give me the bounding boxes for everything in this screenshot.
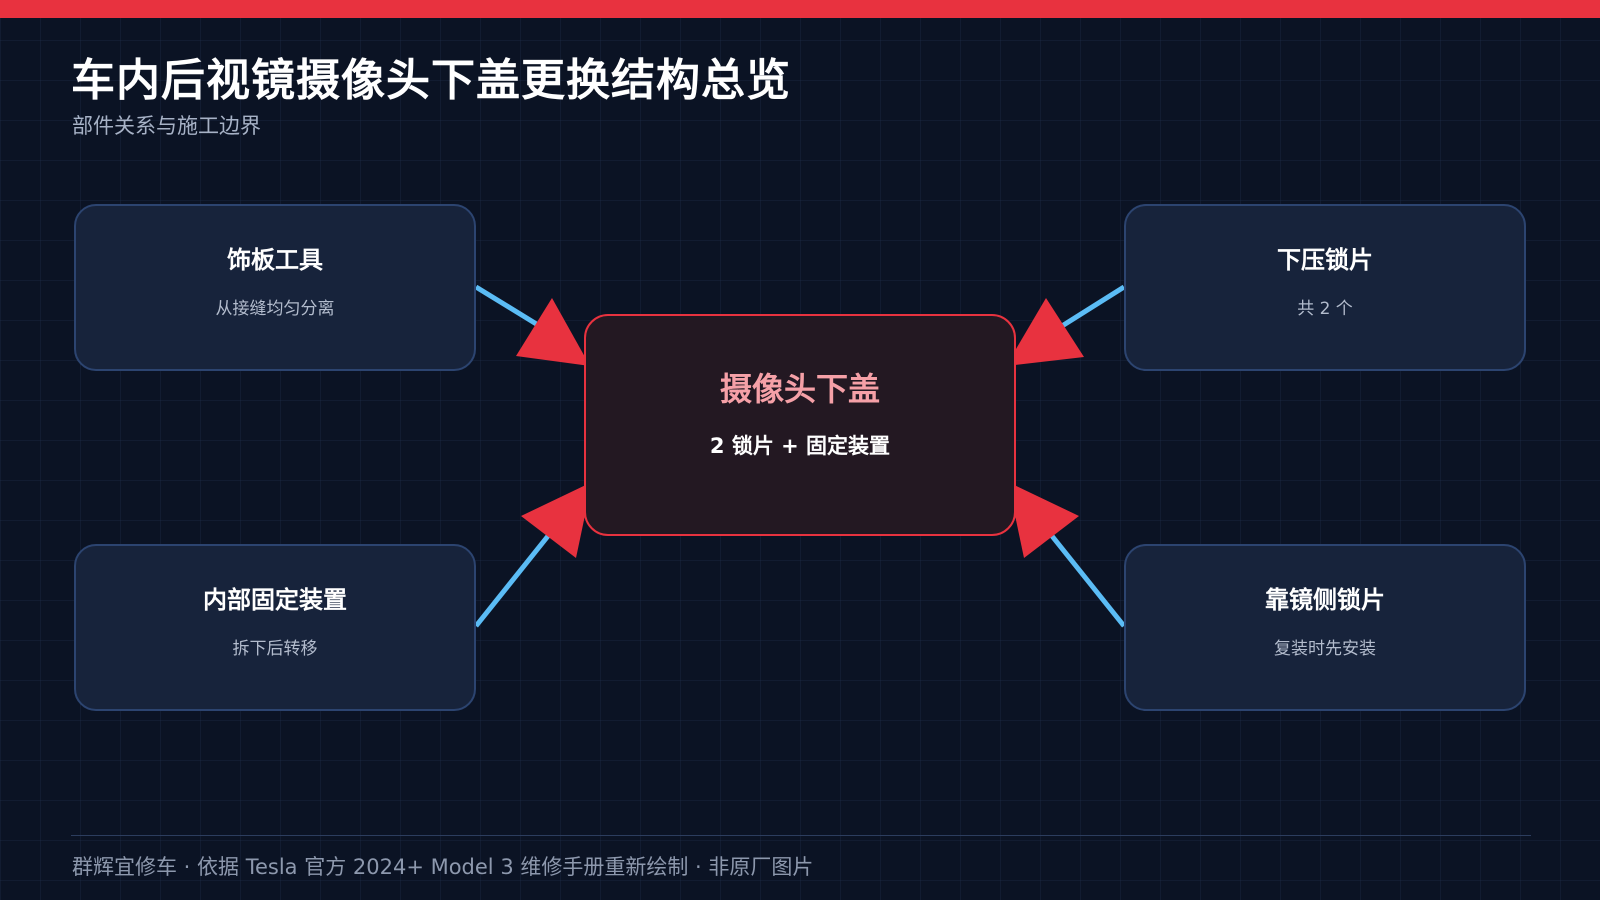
node-press-clips-note: 共 2 个: [1297, 299, 1353, 319]
page-title: 车内后视镜摄像头下盖更换结构总览: [71, 55, 791, 106]
node-mirror-side-clip-title: 靠镜侧锁片: [1265, 586, 1385, 614]
center-node-subtitle: 2 锁片 + 固定装置: [709, 434, 891, 458]
node-mirror-side-clip-note: 复装时先安装: [1274, 639, 1376, 659]
node-internal-fixture: 内部固定装置 拆下后转移: [74, 544, 476, 711]
node-mirror-side-clip: 靠镜侧锁片 复装时先安装: [1124, 544, 1526, 711]
node-press-clips-title: 下压锁片: [1277, 246, 1373, 274]
node-internal-fixture-note: 拆下后转移: [232, 639, 318, 659]
center-node-camera-cover: 摄像头下盖 2 锁片 + 固定装置: [584, 314, 1016, 536]
node-press-clips: 下压锁片 共 2 个: [1124, 204, 1526, 371]
connector-bottom-right: [1050, 534, 1126, 628]
footer-credit: 群辉宜修车 · 依据 Tesla 官方 2024+ Model 3 维修手册重新…: [72, 855, 814, 879]
node-trim-tool: 饰板工具 从接缝均匀分离: [74, 204, 476, 371]
page-subtitle: 部件关系与施工边界: [72, 114, 261, 138]
node-internal-fixture-title: 内部固定装置: [203, 586, 347, 614]
node-trim-tool-title: 饰板工具: [227, 246, 323, 274]
arrowhead-top-right: [1006, 298, 1084, 366]
arrowhead-bottom-right: [1008, 482, 1079, 558]
connector-top-left: [474, 284, 540, 328]
arrowhead-top-left: [516, 298, 590, 366]
center-node-title: 摄像头下盖: [719, 370, 880, 408]
connector-top-right: [1060, 284, 1126, 329]
accent-top-bar: [0, 0, 1600, 18]
connector-bottom-left: [474, 534, 550, 628]
arrowhead-bottom-left: [521, 482, 592, 558]
footer-divider: [71, 835, 1531, 836]
node-trim-tool-note: 从接缝均匀分离: [215, 299, 335, 319]
